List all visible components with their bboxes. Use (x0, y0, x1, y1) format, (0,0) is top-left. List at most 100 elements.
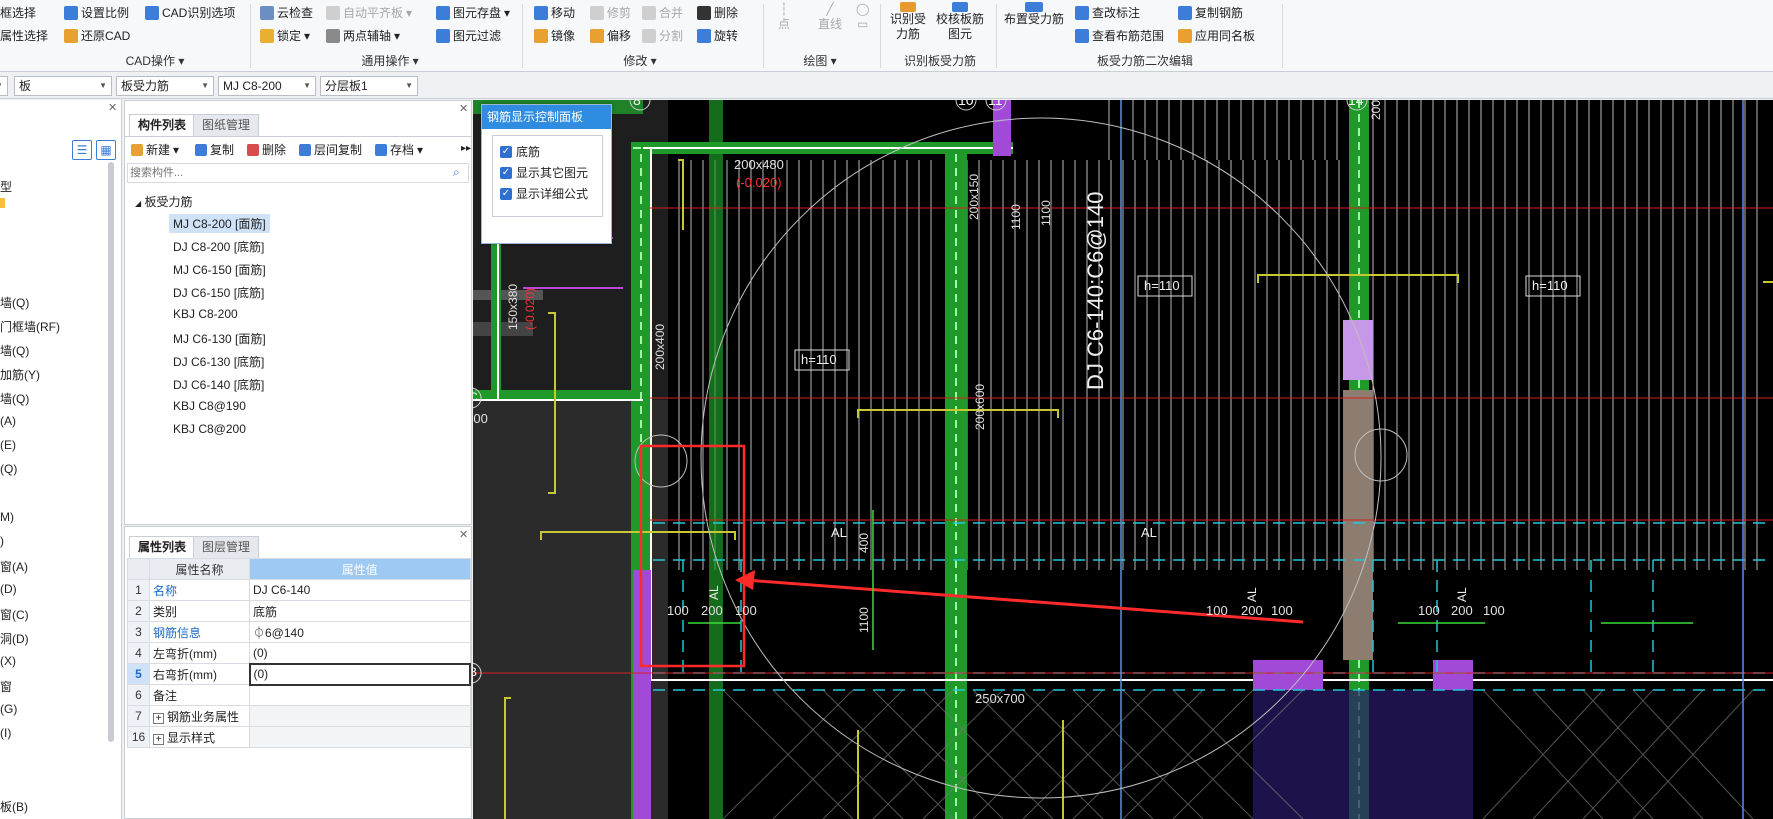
property-value[interactable]: (0) (249, 642, 471, 664)
nav-item[interactable]: 门框墙(RF) (0, 320, 60, 334)
table-row[interactable]: 3 钢筋信息 ⏀6@140 (127, 621, 471, 643)
auto-align-button[interactable]: 自动平齐板 ▾ (326, 4, 412, 21)
property-name[interactable]: +显示样式 (149, 726, 250, 748)
select-component[interactable]: MJ C8-200▼ (218, 76, 316, 96)
draw-point-button[interactable]: ┆点 (778, 2, 791, 31)
nav-item[interactable]: (G) (0, 702, 18, 716)
tree-item[interactable]: DJ C6-140 [底筋] (173, 378, 265, 392)
tree-root[interactable]: ◢ 板受力筋 (135, 195, 193, 209)
draw-group-label[interactable]: 绘图 ▾ (803, 54, 837, 68)
table-row[interactable]: 16 +显示样式 (127, 726, 471, 748)
search-icon[interactable]: ⌕ (453, 165, 460, 179)
expand-icon[interactable]: + (153, 733, 164, 745)
show-formula-checkbox[interactable]: ✓显示详细公式 (500, 187, 589, 201)
tree-item[interactable]: MJ C6-150 [面筋] (173, 263, 266, 277)
nav-item[interactable]: 加筋(Y) (0, 368, 40, 382)
nav-item[interactable]: (E) (0, 438, 16, 452)
recognize-rebar-button[interactable]: 识别受力筋 (890, 2, 926, 42)
nav-item[interactable]: 板(B) (0, 800, 28, 814)
tree-item[interactable]: MJ C8-200 [面筋] (169, 214, 270, 233)
apply-same-name-button[interactable]: 应用同名板 (1178, 27, 1255, 44)
table-row[interactable]: 5 右弯折(mm) (0) (127, 662, 471, 686)
box-select-button[interactable]: 框选择 (0, 6, 37, 20)
table-row[interactable]: 1 名称 DJ C6-140 (127, 579, 471, 601)
split-button[interactable]: 分割 (642, 27, 683, 44)
delete-button[interactable]: 删除 (697, 4, 738, 21)
bottom-rebar-checkbox[interactable]: ✓底筋 (500, 145, 541, 159)
view-range-button[interactable]: 查看布筋范围 (1075, 27, 1164, 44)
cloud-check-button[interactable]: 云检查 (260, 4, 313, 21)
nav-item[interactable]: 墙(Q) (0, 344, 30, 358)
nav-item[interactable]: (A) (0, 414, 16, 428)
nav-item[interactable]: 洞(D) (0, 632, 29, 646)
tab-layer-management[interactable]: 图层管理 (193, 536, 260, 558)
archive-button[interactable]: 存档 ▾ (375, 141, 423, 158)
set-scale-button[interactable]: 设置比例 (64, 4, 129, 21)
property-value[interactable]: DJ C6-140 (249, 579, 471, 601)
edit-label-button[interactable]: 查改标注 (1075, 4, 1140, 21)
property-value-editing[interactable]: (0) (248, 662, 471, 686)
tree-item[interactable]: KBJ C8@190 (173, 399, 246, 413)
close-icon[interactable]: ✕ (459, 103, 469, 115)
close-icon[interactable]: ✕ (459, 529, 469, 541)
draw-circle-button[interactable]: ◯▭ (856, 2, 869, 32)
check-slab-rebar-button[interactable]: 校核板筋图元 (935, 2, 985, 42)
nav-item[interactable]: (D) (0, 582, 17, 596)
tab-drawing-management[interactable]: 图纸管理 (193, 114, 260, 136)
table-row[interactable]: 7 +钢筋业务属性 (127, 705, 471, 727)
close-icon[interactable]: ✕ (108, 102, 118, 114)
tree-item[interactable]: KBJ C8-200 (173, 307, 238, 321)
rotate-button[interactable]: 旋转 (697, 27, 738, 44)
new-button[interactable]: 新建 ▾ (131, 141, 179, 158)
tree-item[interactable]: MJ C6-130 [面筋] (173, 332, 266, 346)
tree-item[interactable]: KBJ C8@200 (173, 422, 246, 436)
property-name[interactable]: +钢筋业务属性 (149, 705, 250, 727)
save-element-button[interactable]: 图元存盘 ▾ (436, 4, 510, 21)
nav-item[interactable]: 墙(Q) (0, 296, 30, 310)
nav-item[interactable]: (Q) (0, 462, 18, 476)
table-row[interactable]: 6 备注 (127, 684, 471, 706)
attribute-select-button[interactable]: 属性选择 (0, 29, 49, 43)
table-row[interactable]: 2 类别 底筋 (127, 600, 471, 622)
move-button[interactable]: 移动 (534, 4, 575, 21)
nav-item[interactable]: 窗(A) (0, 560, 28, 574)
nav-item[interactable]: (X) (0, 654, 16, 668)
draw-line-button[interactable]: ╱直线 (818, 2, 843, 31)
place-rebar-button[interactable]: 布置受力筋 (1004, 2, 1064, 27)
layer-copy-button[interactable]: 层间复制 (299, 141, 362, 158)
table-row[interactable]: 4 左弯折(mm) (0) (127, 642, 471, 664)
property-value[interactable] (249, 684, 471, 706)
tab-component-list[interactable]: 构件列表 (129, 114, 196, 136)
copy-rebar-button[interactable]: 复制钢筋 (1178, 4, 1243, 21)
restore-cad-button[interactable]: 还原CAD (64, 27, 130, 44)
select-category[interactable]: 板▼ (14, 76, 112, 96)
merge-button[interactable]: 合并 (642, 4, 683, 21)
nav-item[interactable]: 窗(C) (0, 608, 29, 622)
select-floor[interactable]: ▼ (0, 76, 8, 96)
modify-group-label[interactable]: 修改 ▾ (623, 54, 657, 68)
grid-view-icon[interactable]: ▦ (96, 140, 116, 160)
select-layer[interactable]: 分层板1▼ (320, 76, 418, 96)
list-view-icon[interactable]: ☰ (72, 140, 92, 160)
tree-item[interactable]: DJ C8-200 [底筋] (173, 240, 265, 254)
scrollbar[interactable] (108, 162, 114, 742)
select-type[interactable]: 板受力筋▼ (116, 76, 214, 96)
nav-item[interactable]: 墙(Q) (0, 392, 30, 406)
lock-button[interactable]: 锁定 ▾ (260, 27, 310, 44)
cad-group-label[interactable]: CAD操作 ▾ (125, 54, 185, 68)
nav-item[interactable]: ) (0, 534, 4, 548)
element-filter-button[interactable]: 图元过滤 (436, 27, 501, 44)
search-input[interactable] (127, 163, 469, 183)
nav-item[interactable]: (I) (0, 726, 12, 740)
show-other-checkbox[interactable]: ✓显示其它图元 (500, 166, 589, 180)
tree-item[interactable]: DJ C6-130 [底筋] (173, 355, 265, 369)
delete-component-button[interactable]: 删除 (247, 141, 286, 158)
tab-property-list[interactable]: 属性列表 (129, 536, 196, 558)
offset-button[interactable]: 偏移 (590, 27, 631, 44)
mirror-button[interactable]: 镜像 (534, 27, 575, 44)
trim-button[interactable]: 修剪 (590, 4, 631, 21)
property-value[interactable]: ⏀6@140 (249, 621, 471, 643)
cad-canvas[interactable]: 8 10 11 14 C B 200x480 (-0.020) 200x150 … (473, 100, 1773, 819)
more-icon[interactable]: ▸▸ (461, 143, 472, 154)
expand-icon[interactable]: + (153, 712, 164, 724)
